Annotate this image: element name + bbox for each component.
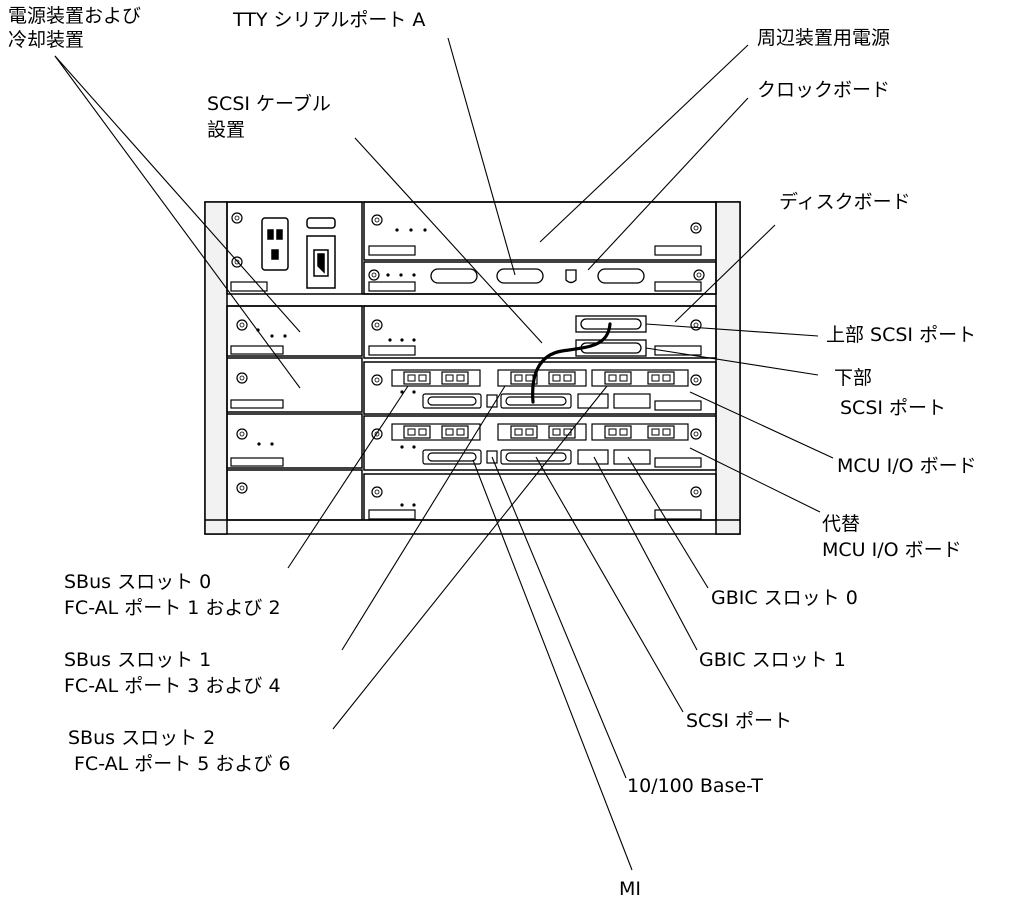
- label-sbus0-1: SBus スロット 0: [64, 571, 211, 593]
- power-switch: [306, 217, 336, 289]
- labels: 電源装置および 冷却装置 TTY シリアルポート A 周辺装置用電源 クロックボ…: [8, 5, 977, 900]
- ac-inlet: [261, 217, 289, 271]
- label-upper-scsi-port: 上部 SCSI ポート: [826, 324, 976, 346]
- label-clock-board: クロックボード: [757, 79, 890, 101]
- label-sbus0-2: FC-AL ポート 1 および 2: [64, 597, 281, 619]
- label-alt-mcu-1: 代替: [822, 513, 860, 535]
- label-sbus1-1: SBus スロット 1: [64, 649, 211, 671]
- label-mcu-io-board: MCU I/O ボード: [837, 455, 977, 477]
- label-alt-mcu-2: MCU I/O ボード: [822, 539, 962, 561]
- label-scsi-port: SCSI ポート: [686, 710, 792, 732]
- label-gbic-slot-1: GBIC スロット 1: [699, 649, 846, 671]
- scsi-cable: [531, 322, 612, 404]
- label-lower-scsi-1: 下部: [834, 367, 872, 389]
- label-disk-board: ディスクボード: [779, 191, 911, 213]
- label-peripheral-power: 周辺装置用電源: [757, 27, 890, 49]
- mcu-io-board: [391, 369, 689, 409]
- handles: [230, 245, 702, 520]
- label-power-cooling-2: 冷却装置: [8, 29, 84, 51]
- led-indicators: [256, 228, 427, 507]
- label-tty-port: TTY シリアルポート A: [232, 9, 425, 31]
- label-gbic-slot-0: GBIC スロット 0: [711, 587, 858, 609]
- label-scsi-cable-1: SCSI ケーブル: [207, 92, 331, 115]
- label-base-t: 10/100 Base-T: [627, 775, 763, 797]
- leader-lines: [54, 37, 834, 871]
- label-lower-scsi-2: SCSI ポート: [840, 397, 946, 419]
- label-sbus2-1: SBus スロット 2: [68, 727, 215, 749]
- chassis: [204, 201, 741, 535]
- clock-board-connectors: [430, 268, 645, 284]
- label-sbus1-2: FC-AL ポート 3 および 4: [64, 675, 281, 697]
- label-sbus2-2: FC-AL ポート 5 および 6: [74, 753, 291, 775]
- label-scsi-cable-2: 設置: [207, 119, 245, 141]
- label-power-cooling-1: 電源装置および: [8, 5, 141, 27]
- label-mi: MI: [619, 878, 641, 900]
